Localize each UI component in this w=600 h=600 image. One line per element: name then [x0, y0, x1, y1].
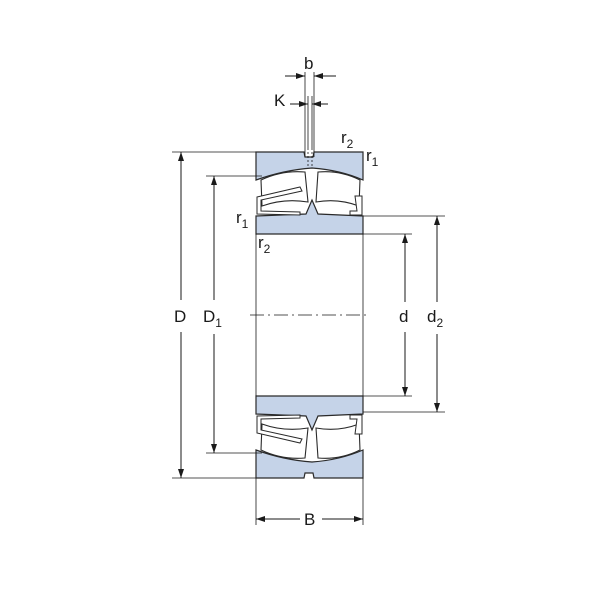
label-r1-inner-sub: 1	[242, 217, 249, 231]
arrow-left-icon	[314, 73, 323, 79]
arrow-left-icon	[256, 516, 265, 522]
cage-top	[256, 186, 303, 216]
inner-ring-top	[255, 198, 364, 235]
label-b: b	[304, 54, 313, 73]
outer-ring-top	[255, 151, 364, 181]
dimension-d2: d2	[363, 215, 445, 413]
label-D1-main: D	[203, 307, 215, 326]
cage-bottom	[256, 414, 303, 444]
roller-bottom-right	[315, 423, 361, 459]
dimension-D: D	[172, 151, 256, 479]
label-D1-sub: 1	[215, 316, 222, 330]
label-d: d	[399, 307, 408, 326]
label-r1-top-sub: 1	[372, 155, 379, 169]
arrow-up-icon	[402, 234, 408, 243]
label-r2-top-sub: 2	[347, 137, 354, 151]
arrow-down-icon	[178, 469, 184, 478]
dimension-b: b	[285, 54, 336, 157]
arrow-down-icon	[211, 444, 217, 453]
label-D1: D1	[203, 307, 222, 330]
arrow-up-icon	[178, 152, 184, 161]
label-K: K	[274, 91, 286, 110]
arrow-right-icon	[299, 101, 308, 107]
label-r2-top: r2	[341, 128, 354, 151]
dimension-d: d	[363, 233, 412, 397]
arrow-up-icon	[434, 216, 440, 225]
arrow-left-icon	[312, 101, 321, 107]
arrow-up-icon	[211, 176, 217, 185]
label-d2-sub: 2	[436, 316, 443, 330]
label-r2-inner-main: r	[258, 233, 264, 252]
arrow-down-icon	[434, 403, 440, 412]
arrow-right-icon	[296, 73, 305, 79]
roller-top-right	[315, 171, 361, 207]
label-d2: d2	[427, 307, 443, 330]
label-B: B	[304, 510, 315, 529]
arrow-right-icon	[354, 516, 363, 522]
cage-top-right	[349, 195, 363, 216]
dimension-K: K	[274, 91, 328, 150]
bearing-cross-section	[250, 151, 370, 479]
dimension-B: B	[255, 478, 364, 529]
cage-bottom-right	[349, 414, 363, 435]
label-r2-top-main: r	[341, 128, 347, 147]
dimension-D1: D1	[203, 175, 262, 454]
label-r1-inner-main: r	[236, 208, 242, 227]
arrow-down-icon	[402, 387, 408, 396]
label-r1-top: r1	[366, 146, 379, 169]
label-d2-main: d	[427, 307, 436, 326]
label-r1-top-main: r	[366, 146, 372, 165]
label-r2-inner: r2	[258, 233, 271, 256]
label-D: D	[174, 307, 186, 326]
label-r2-inner-sub: 2	[264, 242, 271, 256]
inner-ring-bottom	[255, 395, 364, 432]
outer-ring-bottom	[255, 449, 364, 479]
label-r1-inner: r1	[236, 208, 249, 231]
